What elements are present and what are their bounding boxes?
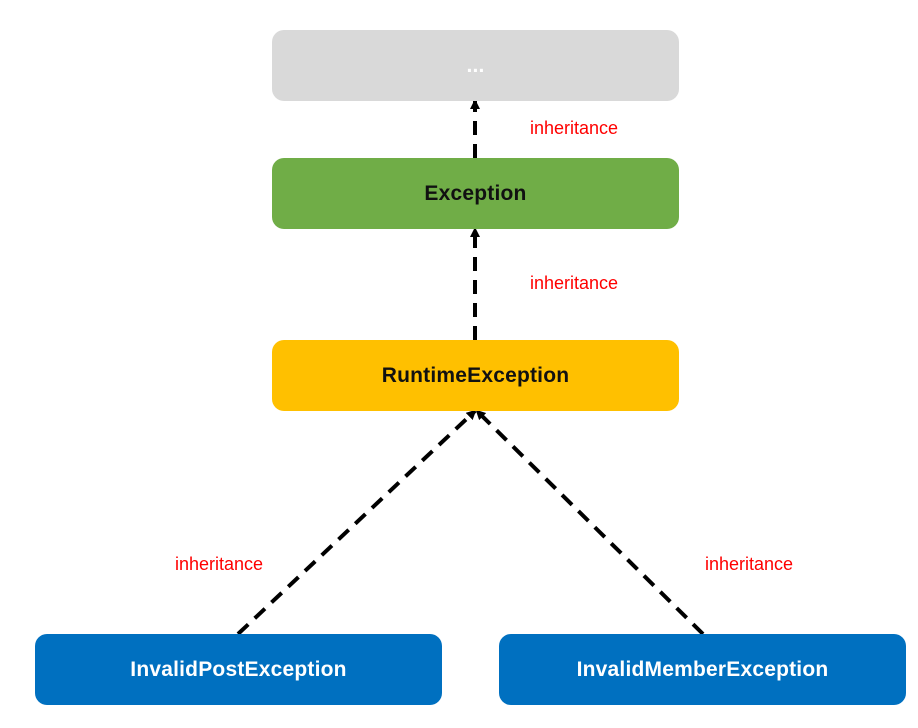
edge-label-post-runtime: inheritance [175,554,264,574]
edge-label-exception-top: inheritance [530,118,619,138]
arrow-post-to-runtime [236,409,477,636]
node-exception: Exception [272,158,679,229]
node-invalid-post-exception: InvalidPostException [35,634,442,705]
edge-label-runtime-exception: inheritance [530,273,619,293]
node-invalid-member-exception: InvalidMemberException [499,634,906,705]
node-runtime-exception: RuntimeException [272,340,679,411]
node-ellipsis: ... [272,30,679,101]
edge-label-member-runtime: inheritance [705,554,794,574]
arrow-member-to-runtime [475,409,705,636]
